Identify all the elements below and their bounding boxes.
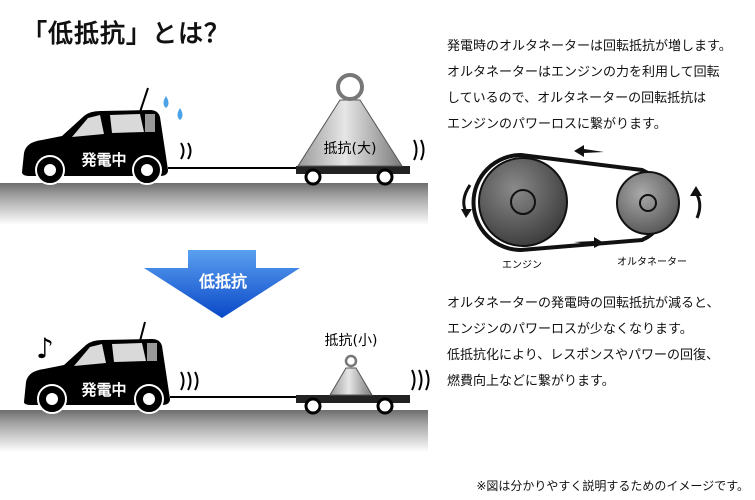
- trailer-bottom: [296, 395, 410, 403]
- car-label-bottom: 発電中: [80, 381, 126, 399]
- engine-label: エンジン: [502, 260, 542, 271]
- explanation-1: 発電時のオルタネーターは回転抵抗が増します。 オルタネーターはエンジンの力を利用…: [447, 34, 732, 138]
- explanation-1-line: 発電時のオルタネーターは回転抵抗が増します。: [447, 39, 732, 54]
- road-top: [0, 183, 428, 225]
- motion-lines-icon: [411, 369, 430, 391]
- car-label-top: 発電中: [80, 151, 126, 169]
- motion-lines-icon: [413, 139, 425, 161]
- down-arrow-icon: 低抵抗: [144, 250, 300, 318]
- explanation-1-line: しているので、オルタネーターの回転抵抗は: [447, 91, 707, 106]
- road-bottom: [0, 410, 428, 452]
- engine-pulley-icon: [478, 157, 568, 247]
- motion-lines-icon: [180, 142, 192, 160]
- explanation-1-line: オルタネーターはエンジンの力を利用して回転: [447, 65, 720, 80]
- music-note-icon: ♪: [36, 332, 54, 365]
- explanation-2-line: エンジンのパワーロスが少なくなります。: [447, 322, 693, 337]
- trailer-top: [296, 166, 410, 174]
- sweat-drops-icon: [163, 96, 183, 120]
- weight-large-icon: [297, 73, 403, 167]
- alternator-label: オルタネーター: [617, 256, 687, 268]
- belt-diagram: エンジン オルタネーター: [461, 145, 702, 271]
- weight-label-top: 抵抗(大): [324, 141, 377, 157]
- page-title: 「低抵抗」とは？: [22, 19, 231, 48]
- explanation-2-line: 低抵抗化により、レスポンスやパワーの回復、: [447, 348, 719, 363]
- top-scene: 発電中 抵抗(大): [0, 73, 428, 225]
- explanation-2-line: 燃費向上などに繋がります。: [447, 374, 615, 389]
- explanation-2: オルタネーターの発電時の回転抵抗が減ると、 エンジンのパワーロスが少なくなります…: [447, 291, 719, 395]
- explanation-1-line: エンジンのパワーロスに繋がります。: [447, 117, 667, 132]
- arrow-label: 低抵抗: [198, 272, 247, 291]
- motion-lines-icon: [180, 371, 199, 391]
- belt-direction-arrows-icon: [574, 145, 604, 248]
- car-bottom: 発電中: [24, 321, 170, 414]
- weight-label-bottom: 抵抗(小): [325, 333, 378, 349]
- weight-small-icon: [329, 354, 373, 396]
- explanation-2-line: オルタネーターの発電時の回転抵抗が減ると、: [447, 296, 720, 311]
- car-top: 発電中: [22, 87, 168, 185]
- bottom-scene: 発電中 ♪ 抵抗(小): [0, 321, 430, 452]
- footnote: ※図は分かりやすく説明するためのイメージです。: [476, 479, 749, 493]
- alternator-pulley-icon: [616, 171, 680, 235]
